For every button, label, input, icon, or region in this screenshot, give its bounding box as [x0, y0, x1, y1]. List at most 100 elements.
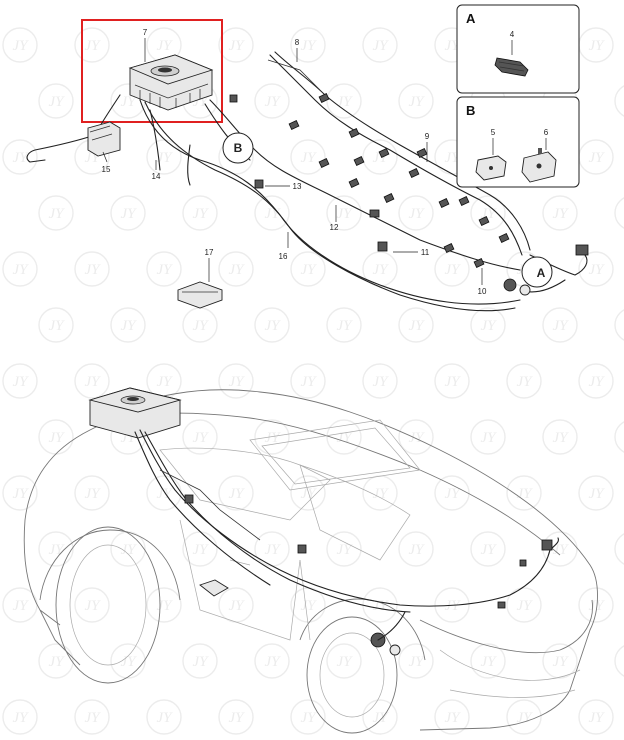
- watermark-logo: [146, 587, 182, 623]
- watermark-logo-text: JY: [337, 318, 354, 334]
- watermark-logo: [326, 419, 362, 455]
- watermark-logo: [74, 363, 110, 399]
- watermark-logo-text: JY: [157, 710, 174, 726]
- watermark-logo: [470, 195, 506, 231]
- watermark-logo: [398, 643, 434, 679]
- detail-panel-b: B 5 6: [456, 96, 580, 188]
- watermark-logo: [398, 531, 434, 567]
- watermark-logo-text: JY: [481, 542, 498, 558]
- watermark-logo: [290, 251, 326, 287]
- part-number-16: 16: [279, 252, 288, 261]
- watermark-logo: [218, 363, 254, 399]
- watermark-logo-text: JY: [517, 710, 534, 726]
- watermark-logo: [470, 419, 506, 455]
- watermark-logo-text: JY: [13, 598, 30, 614]
- watermark-logo: [362, 363, 398, 399]
- watermark-logo: [290, 27, 326, 63]
- watermark-logo: [290, 363, 326, 399]
- watermark-logo-text: JY: [157, 38, 174, 54]
- detail-b-caption: B: [466, 103, 475, 118]
- watermark-logo: [74, 27, 110, 63]
- watermark-logo: [614, 85, 624, 117]
- watermark-logo-text: JY: [85, 598, 102, 614]
- part-number-7: 7: [143, 28, 148, 37]
- watermark-logo-text: JY: [301, 262, 318, 278]
- watermark-logo: [2, 27, 38, 63]
- watermark-logo-text: JY: [121, 542, 138, 558]
- part-number-4: 4: [510, 30, 515, 39]
- part-number-6: 6: [544, 128, 549, 137]
- watermark-logo: [2, 139, 38, 175]
- watermark-logo-text: JY: [157, 150, 174, 166]
- watermark-logo: [362, 699, 398, 735]
- callout-circle-a: [521, 256, 553, 288]
- part-number-8: 8: [295, 38, 300, 47]
- watermark-logo: [614, 197, 624, 229]
- watermark-logo: [254, 307, 290, 343]
- watermark-logo: [2, 363, 38, 399]
- part-number-11: 11: [421, 248, 430, 257]
- watermark-logo-text: JY: [373, 598, 390, 614]
- watermark-logo: [578, 251, 614, 287]
- watermark-logo: [614, 309, 624, 341]
- watermark-logo: [110, 195, 146, 231]
- watermark-logo-text: JY: [373, 486, 390, 502]
- watermark-logo-text: JY: [13, 710, 30, 726]
- watermark-logo-text: JY: [445, 710, 462, 726]
- watermark-logo: [542, 419, 578, 455]
- watermark-logo: [506, 475, 542, 511]
- watermark-logo: [362, 251, 398, 287]
- watermark-logo-text: JY: [265, 94, 282, 110]
- watermark-logo-text: JY: [229, 374, 246, 390]
- watermark-logo: [434, 587, 470, 623]
- watermark-logo-text: JY: [445, 374, 462, 390]
- watermark-logo: [470, 307, 506, 343]
- part-number-12: 12: [330, 223, 339, 232]
- watermark-logo: [506, 363, 542, 399]
- watermark-logo-text: JY: [553, 430, 570, 446]
- watermark-logo: [218, 27, 254, 63]
- watermark-logo-text: JY: [337, 542, 354, 558]
- watermark-logo-text: JY: [193, 430, 210, 446]
- callout-b-label: B: [234, 141, 243, 155]
- clip-group: [229, 93, 510, 268]
- watermark-logo-text: JY: [193, 542, 210, 558]
- watermark-logo-text: JY: [301, 598, 318, 614]
- watermark-logo-text: JY: [337, 94, 354, 110]
- watermark-logo: [182, 419, 218, 455]
- part-number-10: 10: [478, 287, 487, 296]
- detail-a-caption: A: [466, 11, 476, 26]
- watermark-logo: [254, 419, 290, 455]
- watermark-logo: [146, 251, 182, 287]
- watermark-logo: [614, 533, 624, 565]
- watermark-logo-text: JY: [301, 150, 318, 166]
- watermark-logo-text: JY: [409, 654, 426, 670]
- watermark-logo: [182, 195, 218, 231]
- part-number-13: 13: [293, 182, 302, 191]
- watermark-logo: [470, 643, 506, 679]
- watermark-logo-text: JY: [337, 654, 354, 670]
- watermark-logo: [326, 307, 362, 343]
- watermark-logo-text: JY: [13, 262, 30, 278]
- watermark-logo: [362, 139, 398, 175]
- watermark-logo: [434, 363, 470, 399]
- watermark-logo: [578, 699, 614, 735]
- watermark-logo-text: JY: [589, 486, 606, 502]
- watermark-logo-text: JY: [409, 206, 426, 222]
- watermark-logo: [614, 645, 624, 677]
- watermark-logo: [362, 27, 398, 63]
- watermark-logo-text: JY: [517, 598, 534, 614]
- watermark-logo-text: JY: [553, 542, 570, 558]
- watermark-logo: [74, 251, 110, 287]
- watermark-logo: [146, 139, 182, 175]
- part-number-15: 15: [102, 165, 111, 174]
- watermark-logo-text: JY: [85, 486, 102, 502]
- watermark-logo-text: JY: [157, 262, 174, 278]
- watermark-logo-text: JY: [589, 710, 606, 726]
- watermark-logo-text: JY: [13, 486, 30, 502]
- watermark-logo-text: JY: [121, 654, 138, 670]
- watermark-logo-text: JY: [193, 318, 210, 334]
- watermark-logo-text: JY: [517, 374, 534, 390]
- watermark-logo-text: JY: [589, 38, 606, 54]
